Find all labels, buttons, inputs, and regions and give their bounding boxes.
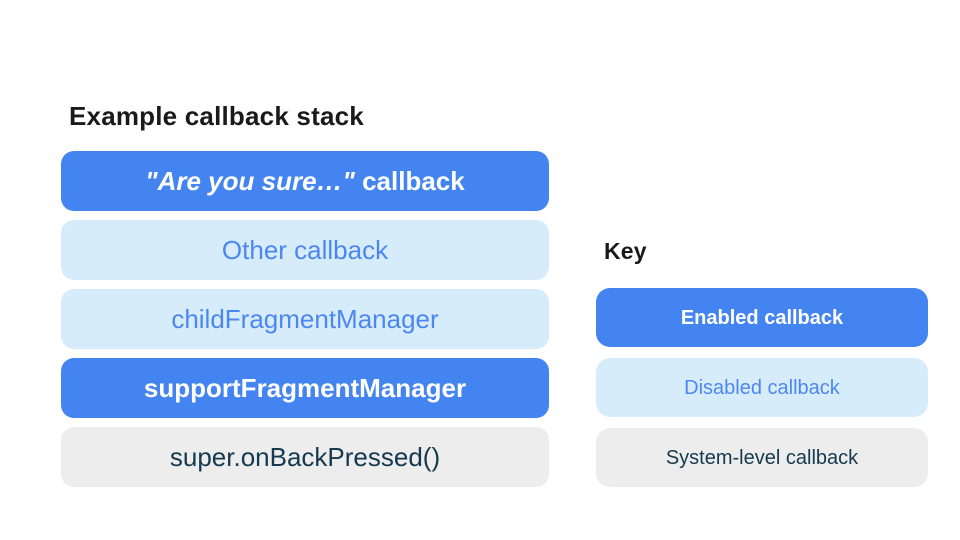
key-item-disabled-callback: Disabled callback <box>596 358 928 417</box>
key-legend: Enabled callback Disabled callback Syste… <box>596 288 928 498</box>
stack-box-label-quoted: "Are you sure…" <box>145 166 355 196</box>
key-title: Key <box>604 238 647 264</box>
stack-title: Example callback stack <box>69 101 364 131</box>
key-item-system-level-callback: System-level callback <box>596 428 928 487</box>
callback-stack: "Are you sure…" callback Other callback … <box>61 151 549 496</box>
stack-box-label-rest: callback <box>354 166 465 196</box>
stack-box-label: supportFragmentManager <box>143 373 467 403</box>
stack-box-label: childFragmentManager <box>171 304 439 334</box>
stack-box-child-fragment-manager: childFragmentManager <box>61 289 549 349</box>
stack-box-super-on-back-pressed: super.onBackPressed() <box>61 427 549 487</box>
key-item-enabled-callback: Enabled callback <box>596 288 928 347</box>
stack-box-label: Other callback <box>221 235 389 265</box>
key-item-label: Disabled callback <box>684 376 840 399</box>
stack-box-label: super.onBackPressed() <box>169 442 441 472</box>
key-item-label: System-level callback <box>665 446 859 469</box>
stack-box-support-fragment-manager: supportFragmentManager <box>61 358 549 418</box>
key-item-label: Enabled callback <box>680 306 844 329</box>
stack-box-other-callback: Other callback <box>61 220 549 280</box>
stack-box-are-you-sure-callback: "Are you sure…" callback <box>61 151 549 211</box>
